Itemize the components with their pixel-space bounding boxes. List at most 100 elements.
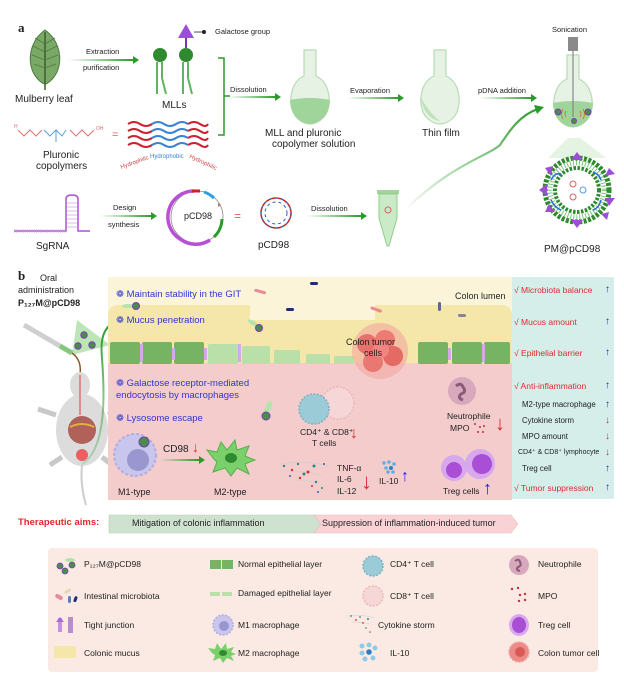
normal-epithelium-icon [210,560,233,569]
dissolution-label-2: Dissolution [311,204,348,213]
summary-label: √ Epithelial barrier [514,348,583,358]
legend-label: Normal epithelial layer [238,559,323,569]
hydrophilic-right-label: Hydrophilic [188,154,218,172]
evaporation-arrow [347,94,404,102]
thin-film-label: Thin film [422,128,460,139]
arrow-down-icon: ↓ [605,431,610,442]
tube-icon [377,190,399,247]
svg-text:OH: OH [96,126,104,132]
m1-label: M1-type [118,487,151,497]
il10-label: IL-10 [379,476,399,486]
formulation-label: P₁₂₇M@pCD98 [18,298,81,308]
m2-macrophage-icon [205,438,257,477]
cd98-down-arrow: ↓ [192,439,199,455]
cd98-label: CD98 [163,444,189,455]
galactose-group-label: Galactose group [215,27,271,36]
aims-banner [108,514,519,534]
summary-label: √ Microbiota balance [514,285,593,295]
damaged-epithelium-icon [210,592,232,596]
pcd98-dna-icon [260,197,292,229]
purification-label: purification [83,63,120,72]
mpo-icon [474,423,485,433]
neutrophile-icon [448,377,476,405]
step-stability-text: Maintain stability in the GIT [126,289,242,300]
evaporation-label: Evaporation [350,86,391,95]
mouse-oral-gavage-icon [22,320,122,506]
equals-sign-2: = [234,209,242,223]
step-galactose-text-1: Galactose receptor-mediated [126,378,250,389]
dissolution-label-1: Dissolution [230,85,267,94]
nanoparticle-icon [122,302,140,310]
mucus-icon [54,646,76,658]
colon-tumor-cell-icon [508,641,530,663]
t-cells-down-arrow: ↓ [350,425,358,442]
neutrophile-label: Neutrophile [447,411,491,421]
microbiota-icon [254,282,466,317]
aim-1: Mitigation of colonic inflammation [132,518,265,528]
dissolution-arrow-2 [306,212,367,220]
zoom-beam [548,138,606,158]
nanoparticle-icon [261,400,273,421]
il10-icon [359,642,378,662]
extraction-arrow [68,56,139,64]
legend-label: Neutrophile [538,559,582,569]
summary-label: MPO amount [522,432,568,441]
mpo-icon [510,586,527,603]
pluronic-structure-icon: OH H [14,124,104,142]
oral-label-2: administration [18,285,75,295]
legend: P₁₂₇M@pCD98 Intestinal microbiota Tight … [48,548,600,672]
plasmid-label: pCD98 [184,211,213,221]
solution-flask-icon [290,49,330,125]
step-mucus: ❁ Mucus penetration [116,315,205,326]
treg-cell-icon [509,614,529,636]
treg-up-arrow: ↑ [483,478,492,498]
plasmid-icon [166,189,224,247]
tnf-label: TNF-α [337,463,362,473]
step-lysosome: ❁ Lysosome escape [116,413,203,424]
lamina-propria-region [108,363,512,500]
neutrophile-down-arrow: ↓ [495,413,505,435]
cd4-t-cell-icon [362,555,384,577]
legend-label: MPO [538,591,558,601]
synthesis-label: synthesis [108,220,140,229]
legend-label: P₁₂₇M@pCD98 [84,559,141,569]
pm-pcd98-nanoparticle-icon [539,152,615,228]
panel-a-letter: a [18,20,25,35]
arrow-up-icon: ↑ [605,399,610,410]
summary-label: Treg cell [522,464,552,473]
treg-cells-icon [441,449,495,481]
summary-label: √ Tumor suppression [514,483,594,493]
il12-label: IL-12 [337,486,357,496]
legend-label: CD8⁺ T cell [390,591,434,601]
tight-junction-icon [56,617,73,633]
mlls-label: MLLs [162,100,187,111]
aim-2: Suppression of inflammation-induced tumo… [322,518,496,528]
step-galactose: ❁ Galactose receptor-mediated [116,378,250,389]
arrow-up-icon: ↑ [605,482,610,493]
sgrna-label: SgRNA [36,241,70,252]
epithelial-layer [110,342,510,364]
pdna-curve-arrow [403,105,544,212]
step-galactose-text-2: endocytosis by macrophages [116,390,240,401]
polarization-arrow [160,456,205,464]
legend-label: Colon tumor cell [538,648,600,658]
tumor-label-1: Colon tumor [346,337,396,347]
summary-label: Cytokine storm [522,416,574,425]
sonication-label: Sonication [552,25,588,34]
design-label: Design [113,203,137,212]
il10-up-arrow: ↑ [401,468,409,485]
step-lysosome-text: Lysosome escape [126,413,203,424]
neutrophile-icon [509,555,529,575]
pdna-addition-arrow [480,94,537,102]
step-stability: ❁ Maintain stability in the GIT [116,289,242,300]
tumor-label-2: cells [364,348,383,358]
mulberry-leaf-icon [29,29,61,90]
sgrna-icon [14,194,90,233]
il10-icon [382,460,396,474]
oral-label-1: Oral [40,273,58,283]
dissolution-arrow-1 [228,93,281,101]
arrow-up-icon: ↑ [605,316,610,327]
svg-text:H: H [14,124,18,130]
polymer-chains-icon [127,121,209,148]
panel-b-letter: b [18,268,26,283]
